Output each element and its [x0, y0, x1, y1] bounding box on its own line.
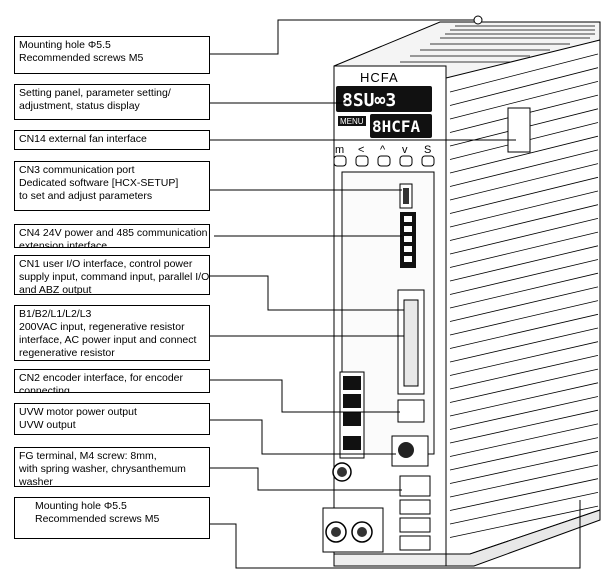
display-bottom: [370, 114, 432, 138]
bottom-screw-right-inner: [357, 527, 367, 537]
heat-sink-fin: [449, 423, 599, 457]
power-terminals: [343, 376, 361, 450]
menu-label: MENU: [340, 117, 364, 126]
heat-sink-fin: [449, 313, 599, 349]
leader-uvw: [210, 419, 396, 455]
cn14-fan-port: [507, 107, 531, 153]
heat-sink-fin: [449, 341, 599, 376]
heat-sink-fin: [449, 135, 599, 174]
label-mounting-bottom: Mounting hole Φ5.5 Recommended screws M5: [14, 497, 210, 539]
button-label-s: S: [424, 144, 431, 156]
leader-cn2: [194, 379, 400, 413]
label-mounting-top: Mounting hole Φ5.5 Recommended screws M5: [14, 36, 210, 74]
brand-logo: HCFA: [360, 70, 399, 85]
heat-sink-fins: [449, 53, 599, 538]
button-m[interactable]: [333, 155, 347, 167]
heat-sink-fin: [449, 409, 599, 444]
keypad: m < ^ v S: [333, 144, 435, 167]
button-up[interactable]: [377, 155, 391, 167]
label-power: B1/B2/L1/L2/L3 200VAC input, regenerativ…: [14, 305, 210, 361]
label-cn3: CN3 communication port Dedicated softwar…: [14, 161, 210, 211]
button-left[interactable]: [355, 155, 369, 167]
encoder-connector-knob: [398, 442, 414, 458]
button-label-up: ^: [380, 144, 386, 156]
heat-sink-fin: [449, 464, 599, 498]
heat-sink-fin: [449, 53, 599, 93]
cn3-port-inner: [403, 188, 409, 204]
button-label-m: m: [335, 144, 344, 156]
button-down[interactable]: [399, 155, 413, 167]
heat-sink-fin: [449, 478, 599, 511]
heat-sink-fin: [449, 300, 599, 336]
heat-sink-fin: [449, 368, 599, 403]
heat-sink-fin: [449, 218, 599, 255]
label-cn4: CN4 24V power and 485 communication exte…: [14, 224, 210, 248]
leader-cn1: [210, 275, 404, 311]
lower-tab-4: [399, 535, 431, 551]
heat-sink-fin: [449, 272, 599, 309]
heat-sink-fin: [449, 505, 599, 538]
leader-mounting-top: [210, 19, 474, 55]
heat-sink-fin: [449, 450, 599, 484]
label-cn2: CN2 encoder interface, for encoder conne…: [14, 369, 210, 393]
button-s[interactable]: [421, 155, 435, 167]
leader-fg: [210, 467, 402, 491]
heat-sink-fin: [449, 259, 599, 295]
button-label-down: v: [402, 144, 408, 156]
heat-sink-fin: [449, 492, 599, 525]
heat-sink-fin: [449, 327, 599, 363]
heat-sink-fin: [449, 245, 599, 282]
cn1-port-inner: [403, 299, 419, 387]
heat-sink-fin: [449, 355, 599, 390]
heat-sink-fin: [449, 67, 599, 106]
bottom-screw-left-inner: [331, 527, 341, 537]
heat-sink-fin: [449, 286, 599, 322]
heat-sink-fin: [449, 437, 599, 471]
heat-sink-fin: [449, 204, 599, 241]
label-setting-panel: Setting panel, parameter setting/ adjust…: [14, 84, 210, 120]
heat-sink-fin: [449, 231, 599, 268]
heat-sink-fin: [449, 382, 599, 417]
display-top: [336, 86, 432, 112]
lower-tab-1: [399, 475, 431, 497]
cn4-pins: [404, 216, 412, 262]
heat-sink-fin: [449, 149, 599, 187]
button-label-left: <: [358, 144, 364, 156]
label-fg: FG terminal, M4 screw: 8mm, with spring …: [14, 447, 210, 487]
label-cn1: CN1 user I/O interface, control power su…: [14, 255, 210, 295]
lower-tab-3: [399, 517, 431, 533]
display-bottom-text: 8HCFA: [372, 117, 421, 136]
lower-tab-2: [399, 499, 431, 515]
leader-lines: [194, 19, 581, 569]
label-cn14: CN14 external fan interface: [14, 130, 210, 150]
top-ribs: [400, 25, 595, 63]
heat-sink-fin: [449, 176, 599, 214]
label-uvw: UVW motor power output UVW output: [14, 403, 210, 435]
heat-sink-fin: [449, 163, 599, 201]
display-top-text: 8SU∞3: [342, 90, 396, 111]
fg-terminal-inner: [337, 467, 347, 477]
cn2-port: [397, 399, 425, 423]
top-mounting-hole: [473, 15, 483, 25]
menu-tag: [338, 116, 366, 126]
heat-sink-fin: [449, 81, 599, 120]
base-front: [333, 553, 447, 567]
heat-sink-fin: [449, 396, 599, 430]
heat-sink-fin: [449, 190, 599, 228]
leader-mounting-bottom: [210, 500, 581, 569]
